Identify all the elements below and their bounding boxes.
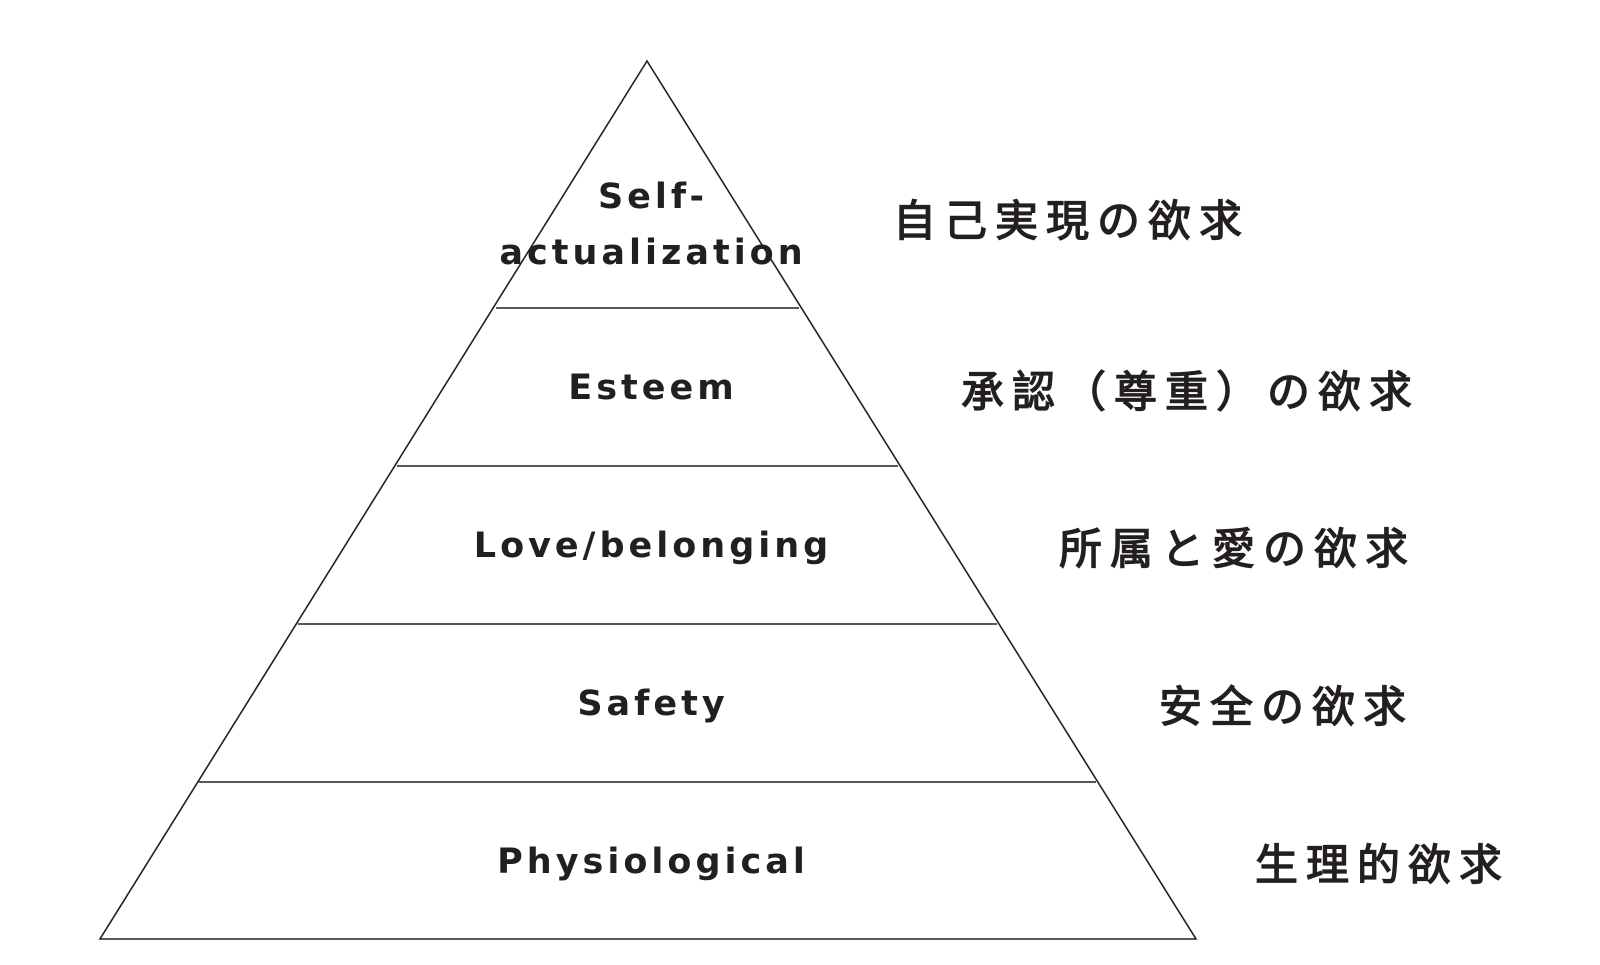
level-2-label: Esteem <box>568 368 737 408</box>
level-1-label-line-1: Self- <box>598 177 708 217</box>
level-5-japanese-label: 生理的欲求 <box>1255 841 1510 891</box>
level-4-japanese-label: 安全の欲求 <box>1159 683 1414 733</box>
level-2-japanese-label: 承認（尊重）の欲求 <box>961 368 1420 418</box>
level-4-label: Safety <box>577 684 728 724</box>
level-1-japanese-label: 自己実現の欲求 <box>893 197 1250 247</box>
level-5-label: Physiological <box>497 842 809 882</box>
level-1-label-line-2: actualization <box>499 233 806 273</box>
pyramid-outline <box>98 59 1198 940</box>
level-3-label: Love/belonging <box>474 526 832 566</box>
level-3-japanese-label: 所属と愛の欲求 <box>1059 525 1416 575</box>
